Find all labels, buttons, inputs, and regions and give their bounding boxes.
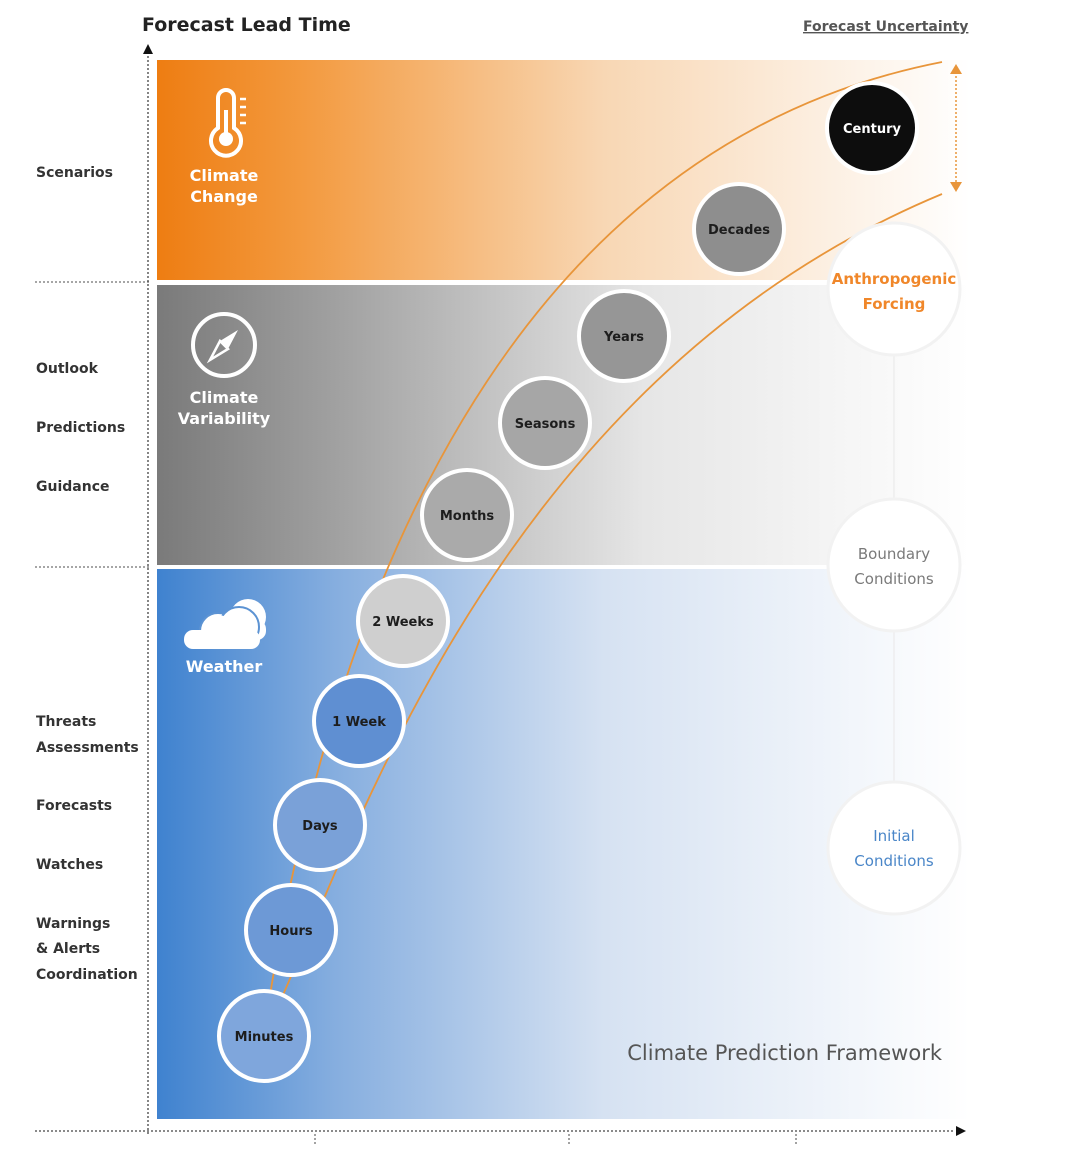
- timescale-hours: Hours: [244, 883, 338, 977]
- left-label-warnings: Warnings: [36, 916, 110, 932]
- left-label-guidance: Guidance: [36, 479, 110, 495]
- framework-title: Climate Prediction Framework: [627, 1041, 943, 1065]
- driver-label-forcing: Forcing: [863, 295, 926, 313]
- band-label-climate-variability-2: Variability: [178, 409, 271, 428]
- timescale-label: Hours: [269, 924, 312, 939]
- thermometer-icon: [209, 88, 246, 158]
- left-label-coordination: Coordination: [36, 967, 138, 983]
- driver-label-boundary-conditions: Conditions: [854, 570, 934, 588]
- timescale-label: Minutes: [235, 1030, 294, 1045]
- driver-label-anthropogenic: Anthropogenic: [832, 270, 957, 288]
- band-label-change: Change: [190, 187, 258, 206]
- driver-label-initial: Initial: [873, 827, 915, 845]
- left-label-outlook: Outlook: [36, 361, 99, 377]
- driver-anthropogenic-forcing: Anthropogenic Forcing: [826, 221, 962, 357]
- timescale-2-weeks: 2 Weeks: [356, 574, 450, 668]
- left-label-threats: Threats: [36, 714, 96, 730]
- driver-label-initial-conditions: Conditions: [854, 852, 934, 870]
- climate-prediction-framework-diagram: Forecast Lead Time Forecast Uncertainty …: [35, 14, 970, 1144]
- axis-title: Forecast Lead Time: [142, 14, 351, 36]
- climate-change-band: [157, 60, 970, 280]
- left-label-predictions: Predictions: [36, 420, 125, 436]
- left-label-alerts: & Alerts: [36, 941, 100, 957]
- timescale-label: Days: [302, 819, 338, 834]
- band-label-climate-variability-1: Climate: [190, 388, 259, 407]
- timescale-label: Decades: [708, 223, 770, 238]
- timescale-seasons: Seasons: [498, 376, 592, 470]
- left-label-assessments: Assessments: [36, 740, 139, 756]
- left-label-watches: Watches: [36, 857, 103, 873]
- timescale-label: Seasons: [515, 417, 576, 432]
- timescale-years: Years: [577, 289, 671, 383]
- band-label-weather: Weather: [186, 657, 263, 676]
- timescale-label: Years: [603, 330, 644, 345]
- timescale-1-week: 1 Week: [312, 674, 406, 768]
- x-axis-arrow: [956, 1126, 966, 1136]
- timescale-label: 2 Weeks: [372, 615, 434, 630]
- band-label-climate: Climate: [190, 166, 259, 185]
- timescale-decades: Decades: [692, 182, 786, 276]
- driver-boundary-conditions: Boundary Conditions: [826, 497, 962, 633]
- left-label-forecasts: Forecasts: [36, 798, 112, 814]
- forecast-uncertainty-label: Forecast Uncertainty: [803, 19, 968, 35]
- uncertainty-arrow-down: [950, 182, 962, 192]
- timescale-months: Months: [420, 468, 514, 562]
- uncertainty-arrow-up: [950, 64, 962, 74]
- diagram-frame: Forecast Lead Time Forecast Uncertainty …: [10, 6, 1068, 1144]
- timescale-century: Century: [825, 81, 919, 175]
- driver-initial-conditions: Initial Conditions: [826, 780, 962, 916]
- compass-icon: [191, 312, 257, 378]
- timescale-label: Months: [440, 509, 495, 524]
- left-label-scenarios: Scenarios: [36, 165, 113, 181]
- timescale-label: 1 Week: [332, 715, 386, 730]
- y-axis-arrow: [143, 44, 153, 54]
- upper-uncertainty-curve: [263, 61, 943, 1037]
- cloud-icon: [184, 599, 266, 650]
- timescale-label: Century: [843, 122, 901, 137]
- timescale-minutes: Minutes: [217, 989, 311, 1083]
- timescale-days: Days: [273, 778, 367, 872]
- driver-label-boundary: Boundary: [858, 545, 930, 563]
